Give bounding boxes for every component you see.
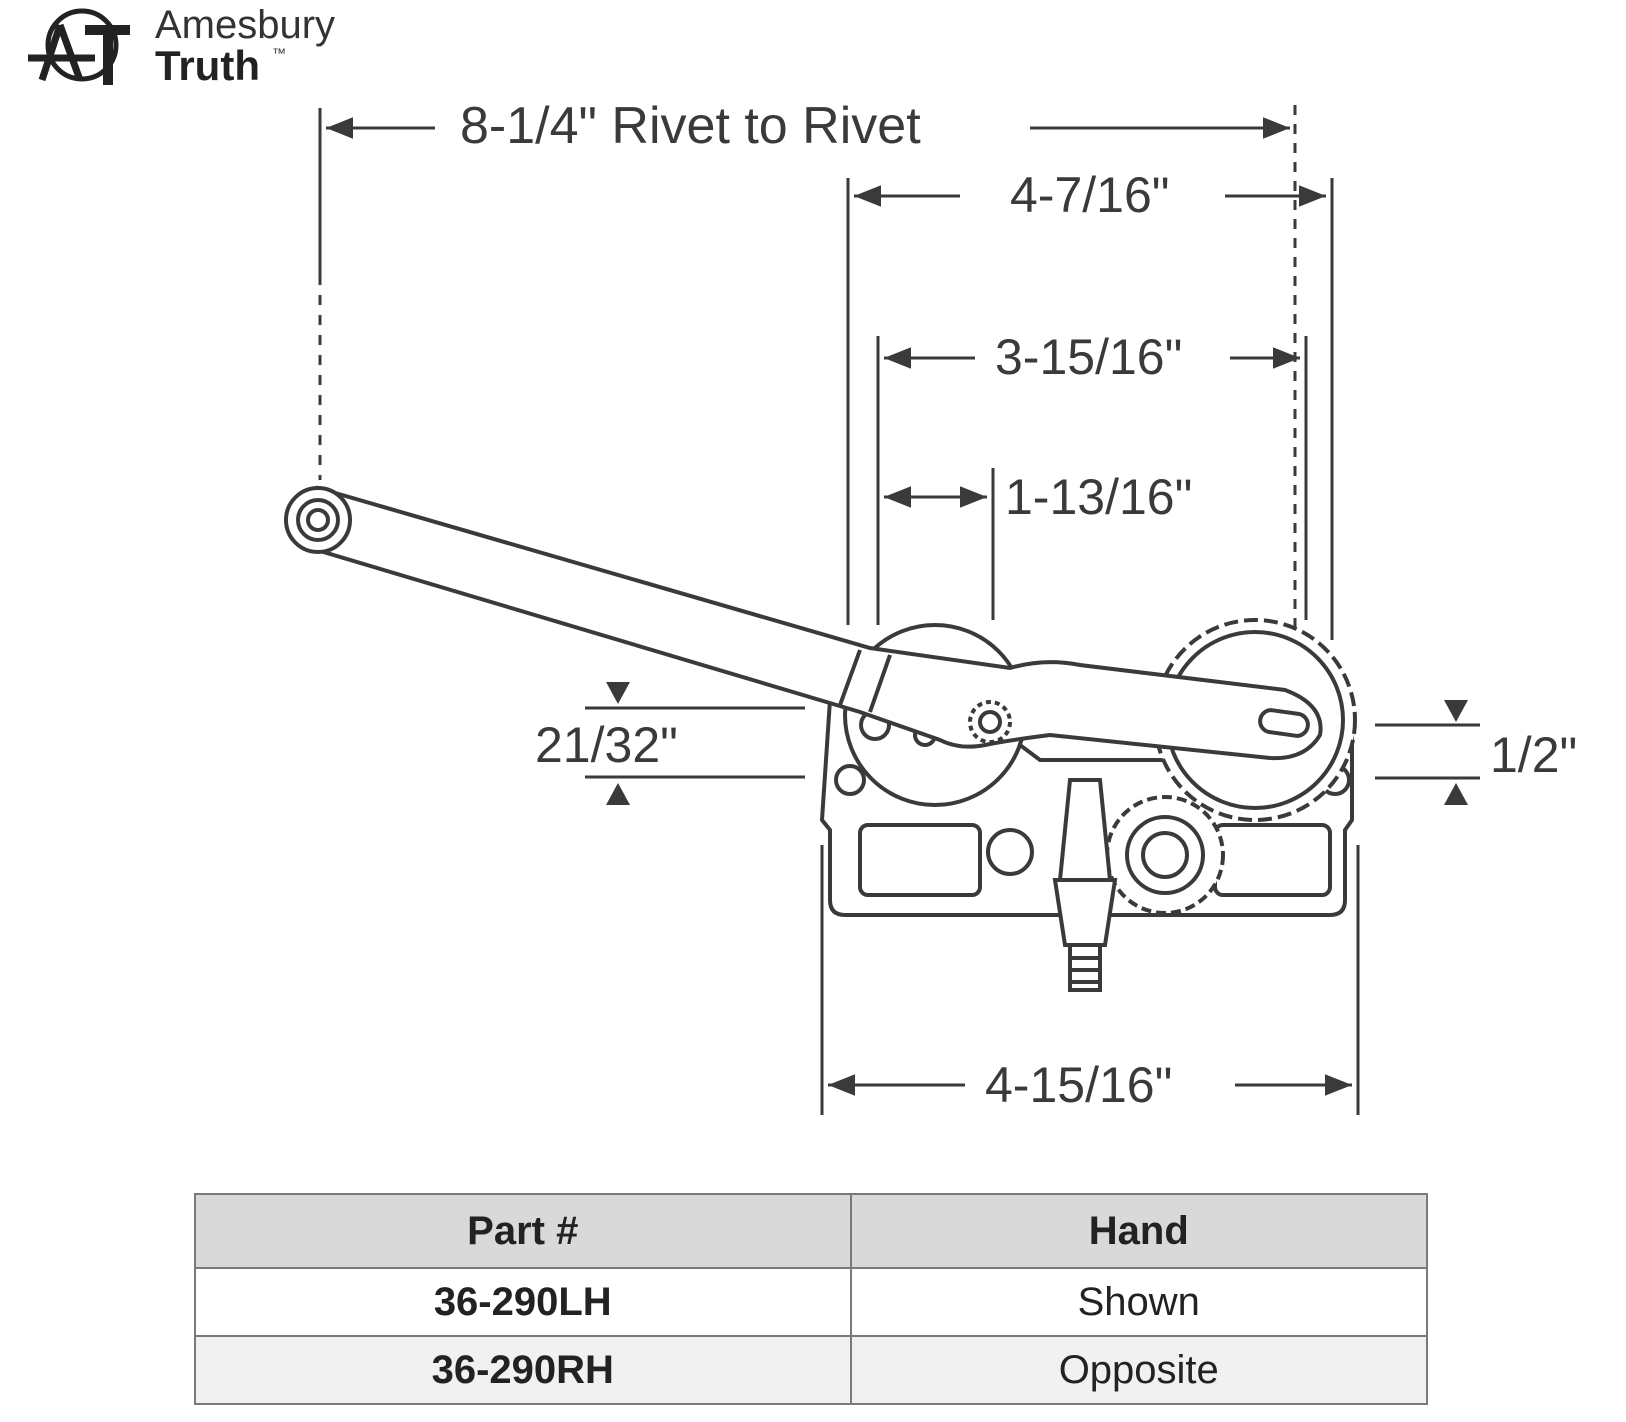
amesbury-truth-logo: Amesbury Truth ™: [28, 3, 335, 89]
operator-drawing: 8-1/4" Rivet to Rivet 4-7/16" 3-15/16" 1…: [284, 97, 1577, 1115]
logo-tm: ™: [272, 45, 286, 61]
table-header-row: Part # Hand: [194, 1193, 1428, 1269]
dimension-arrows: [326, 117, 1352, 1096]
dim-4-7-16: 4-7/16": [1010, 167, 1170, 223]
table-row: 36-290RH Opposite: [194, 1335, 1428, 1405]
logo-text-top: Amesbury: [155, 3, 335, 47]
vertical-dim-arrows: [606, 682, 1468, 805]
logo-text-bottom: Truth: [155, 42, 260, 89]
part-number-cell: 36-290LH: [194, 1267, 852, 1337]
dim-rivet-to-rivet: 8-1/4" Rivet to Rivet: [460, 97, 921, 155]
header-hand: Hand: [849, 1193, 1428, 1269]
table-row: 36-290LH Shown: [194, 1267, 1428, 1337]
dim-4-15-16: 4-15/16": [985, 1057, 1172, 1113]
pinion-gear: [1105, 795, 1225, 915]
hand-cell: Shown: [849, 1267, 1428, 1337]
dim-3-15-16: 3-15/16": [995, 329, 1182, 385]
at-mark-icon: [28, 8, 130, 85]
parts-table: Part # Hand 36-290LH Shown 36-290RH Oppo…: [194, 1193, 1428, 1405]
dim-21-32: 21/32": [535, 717, 678, 773]
extension-lines: [318, 105, 1480, 1115]
main-arm: [284, 485, 1323, 761]
header-part-number: Part #: [194, 1193, 852, 1269]
dim-1-2: 1/2": [1490, 727, 1577, 783]
crank-stem: [1052, 778, 1118, 992]
dim-1-13-16: 1-13/16": [1005, 469, 1192, 525]
hand-cell: Opposite: [849, 1335, 1428, 1405]
part-number-cell: 36-290RH: [194, 1335, 852, 1405]
